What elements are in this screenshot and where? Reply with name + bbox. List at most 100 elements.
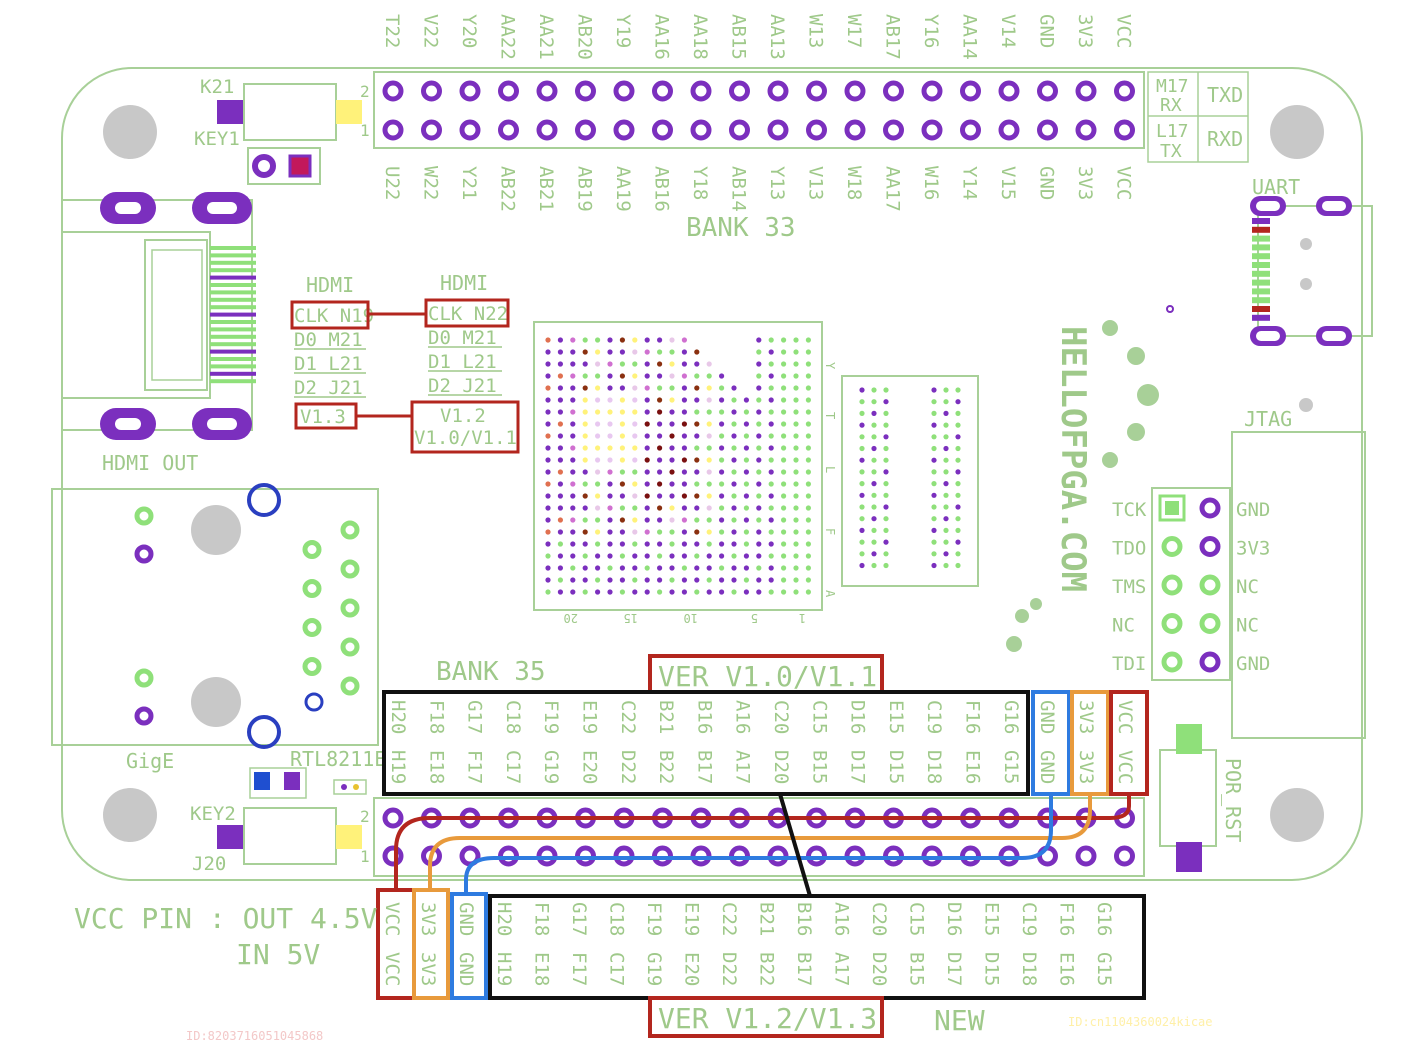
bga-ball	[607, 577, 613, 583]
bga-ball	[669, 361, 675, 367]
bga-ball	[607, 565, 613, 571]
bga-ball	[743, 469, 750, 475]
chip-tick-side: L	[823, 466, 837, 473]
top-pin-label: W17	[843, 14, 865, 48]
chip-tick-side: F	[823, 528, 837, 535]
bga-ball	[657, 505, 663, 511]
bga-ball	[582, 553, 588, 559]
bga-ball	[619, 529, 626, 535]
hdmi-strip	[210, 312, 256, 317]
bga-ball	[669, 421, 675, 427]
hdmi-strip	[210, 268, 256, 273]
ver-new: VER V1.2/V1.3	[658, 1002, 877, 1035]
bga-ball	[632, 505, 638, 511]
bga-ball	[545, 397, 551, 403]
header-pad	[498, 119, 519, 141]
bga-ball	[681, 481, 688, 487]
bga-ball	[669, 529, 675, 535]
bga-ball	[793, 493, 799, 499]
new-bottom-label: D15	[981, 952, 1003, 986]
bga-ball	[756, 517, 762, 523]
uart-rx: RX	[1160, 95, 1182, 116]
bga-ball	[805, 433, 812, 439]
usb-strip	[1252, 297, 1270, 304]
old-header-box	[382, 690, 1030, 796]
bottom-pin-label: U22	[381, 166, 403, 200]
bga-ball	[731, 421, 737, 427]
vcc-wire	[394, 794, 1131, 890]
bga-ball	[619, 433, 626, 439]
uart-label: UART	[1252, 175, 1300, 199]
hdmi-strip	[210, 246, 256, 250]
bga-ball	[793, 349, 799, 355]
header-pad	[767, 119, 789, 141]
gige-pad	[134, 544, 154, 564]
bottom-pin-label: VCC	[1113, 166, 1135, 200]
bga-ball	[619, 541, 626, 547]
black-link	[778, 793, 812, 897]
bga-ball	[582, 397, 588, 403]
vcc-pin-line1: VCC PIN : OUT 4.5V	[74, 902, 378, 935]
ver-old: VER V1.0/V1.1	[658, 660, 877, 693]
new-top-label: G16	[1093, 902, 1115, 936]
bga-ball	[731, 433, 737, 439]
top-pin-label: AB20	[574, 14, 596, 60]
bga-ball	[557, 481, 564, 487]
por-rst-body	[1159, 749, 1217, 847]
bga-ball	[719, 481, 725, 487]
bga-ball	[805, 409, 812, 415]
jtag-pad	[1161, 613, 1183, 634]
bga-ball	[743, 565, 750, 571]
bga-ball	[731, 445, 737, 451]
jtag-body	[1231, 431, 1366, 739]
bga-ball	[595, 457, 601, 463]
bga-ball	[706, 397, 712, 403]
bga-ball	[669, 397, 675, 403]
bga-ball	[657, 361, 663, 367]
ddr-ball	[859, 457, 865, 463]
bga-ball	[681, 577, 688, 583]
bga-ball	[644, 589, 650, 595]
bga-ball	[669, 553, 675, 559]
bga-ball	[582, 589, 588, 595]
key2-label: KEY2	[190, 803, 236, 825]
bga-ball	[607, 493, 613, 499]
ddr-ball	[943, 410, 949, 416]
bga-ball	[805, 517, 812, 523]
header-pad	[421, 80, 442, 102]
bga-ball	[805, 385, 812, 391]
bga-ball	[595, 409, 601, 415]
ddr-ball	[859, 562, 865, 569]
new-bottom-label: D22	[718, 952, 740, 986]
hdmi-connector	[61, 192, 256, 440]
new-top-label: E19	[681, 902, 703, 936]
bga-ball	[669, 349, 675, 355]
old-top-label: C15	[808, 700, 830, 734]
bga-ball	[706, 445, 712, 451]
bga-ball	[570, 433, 576, 439]
por-rst-label: POR_RST	[1221, 758, 1245, 842]
bga-ball	[545, 505, 551, 511]
bga-ball	[607, 349, 613, 355]
ddr-ball	[955, 527, 961, 534]
bottom-pin-label: AA19	[612, 166, 634, 212]
bga-ball	[644, 397, 650, 403]
bga-ball	[570, 373, 576, 379]
ddr-ball	[931, 527, 937, 534]
bga-ball	[570, 529, 576, 535]
txd-label: TXD	[1207, 83, 1243, 107]
top-pin-label: Y19	[612, 14, 634, 48]
bga-ball	[595, 385, 601, 391]
header-pad	[1037, 119, 1058, 141]
header-pad	[459, 119, 481, 141]
bga-ball	[669, 493, 675, 499]
bga-ball	[793, 553, 799, 559]
bga-ball	[694, 577, 700, 583]
hdmi-strip	[210, 364, 256, 369]
header-pad	[921, 80, 943, 102]
bga-ball	[595, 421, 601, 427]
bga-ball	[768, 337, 774, 343]
bga-ball	[632, 565, 638, 571]
ddr-ball	[859, 469, 865, 475]
j20-label: J20	[192, 853, 226, 875]
